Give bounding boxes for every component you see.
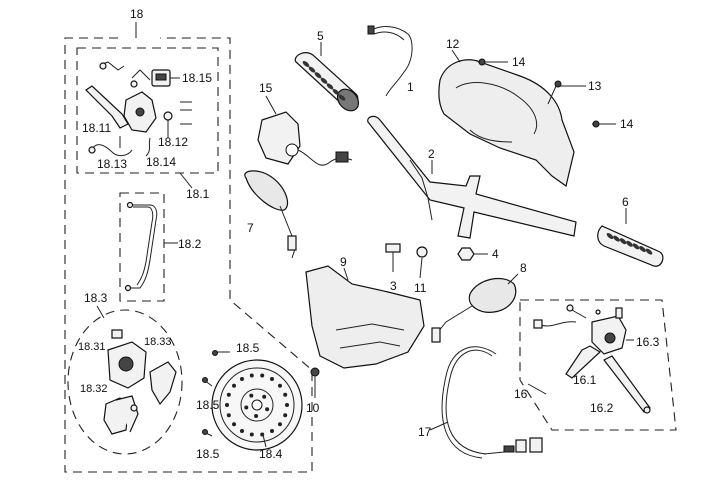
left-mirror [244, 170, 297, 259]
label-11: 11 [414, 281, 427, 295]
label-15: 15 [259, 81, 273, 95]
right-mirror [431, 277, 517, 343]
washer-11 [416, 246, 428, 279]
label-14-right: 14 [620, 117, 634, 131]
screw-14-right [592, 120, 616, 128]
left-grip [294, 52, 360, 112]
label-18-11: 18.11 [82, 121, 111, 135]
brake-disc [211, 359, 303, 451]
label-18-14: 18.14 [146, 155, 176, 169]
label-18-13: 18.13 [97, 157, 127, 171]
label-4: 4 [492, 247, 499, 261]
group-18-1-frame [76, 47, 219, 174]
brake-hose [124, 201, 158, 292]
bolt-3 [385, 243, 401, 272]
nut-4 [457, 247, 488, 261]
group-18-2-frame [119, 192, 165, 302]
brake-caliper [103, 329, 177, 435]
screw-14-top [478, 58, 508, 66]
label-10: 10 [306, 401, 320, 415]
handlebar [367, 115, 577, 239]
label-18-2: 18.2 [178, 237, 202, 251]
label-17: 17 [418, 425, 432, 439]
brake-cable [441, 346, 543, 459]
disc-bolts [202, 350, 230, 437]
label-18-5-top: 18.5 [236, 341, 260, 355]
label-18-15: 18.15 [182, 71, 212, 85]
label-16: 16 [514, 387, 528, 401]
label-16-3: 16.3 [636, 335, 660, 349]
label-14-top: 14 [512, 55, 526, 69]
label-12: 12 [446, 37, 460, 51]
label-18-32: 18.32 [80, 383, 108, 395]
label-18-1: 18.1 [186, 187, 210, 201]
label-13: 13 [588, 79, 602, 93]
label-18-33: 18.33 [144, 336, 172, 348]
label-18-5-bot: 18.5 [196, 447, 220, 461]
label-9: 9 [340, 255, 347, 269]
throttle-cable [367, 25, 413, 97]
label-2: 2 [428, 147, 435, 161]
label-18-4: 18.4 [259, 447, 283, 461]
label-3: 3 [390, 279, 397, 293]
bolt-13 [547, 80, 586, 105]
label-18-31: 18.31 [78, 341, 106, 353]
label-18: 18 [130, 7, 144, 21]
rear-handlebar-cover [438, 59, 575, 188]
label-18-5-mid: 18.5 [196, 398, 220, 412]
label-16-1: 16.1 [573, 373, 597, 387]
front-handlebar-cover [305, 265, 425, 369]
label-6: 6 [622, 195, 629, 209]
group-18-3-frame [67, 309, 183, 455]
switch-housing [257, 111, 353, 166]
label-5: 5 [317, 29, 324, 43]
screw-10 [310, 367, 320, 398]
label-7: 7 [247, 221, 254, 235]
right-lever-assembly [533, 304, 651, 414]
label-18-12: 18.12 [158, 135, 188, 149]
label-16-2: 16.2 [590, 401, 614, 415]
right-grip [597, 225, 664, 267]
group-16-frame [519, 299, 677, 431]
group-18-frame [64, 22, 313, 473]
master-cylinder-assembly [85, 61, 192, 157]
label-1: 1 [407, 80, 414, 94]
label-18-3: 18.3 [84, 291, 108, 305]
label-8: 8 [520, 261, 527, 275]
